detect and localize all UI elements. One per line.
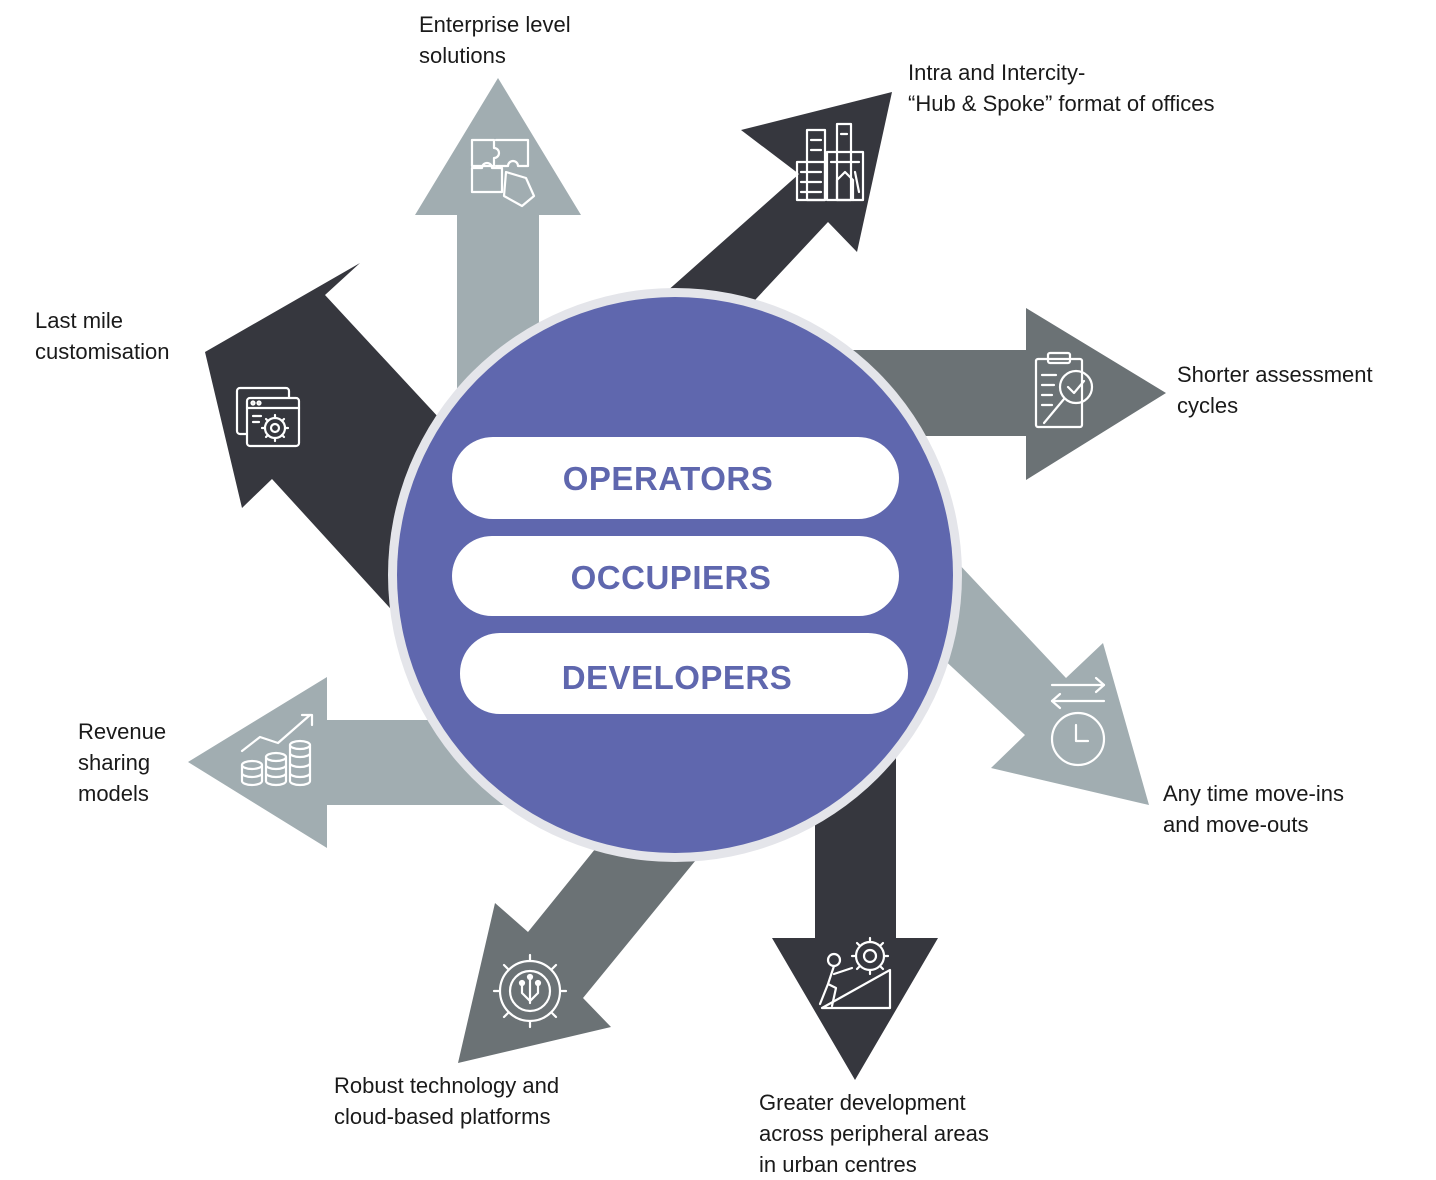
person-pushing-gear-icon xyxy=(818,936,892,1010)
circuit-gear-icon xyxy=(492,953,568,1029)
label-line: in urban centres xyxy=(759,1152,917,1177)
label-customisation: Last mile customisation xyxy=(35,305,170,367)
label-line: cycles xyxy=(1177,393,1239,418)
arrow-technology xyxy=(458,796,700,1063)
label-line: Last mile xyxy=(35,308,124,333)
label-line: Any time move-ins xyxy=(1163,781,1344,806)
pill-developers-label: DEVELOPERS xyxy=(562,659,793,696)
label-line: Robust technology and xyxy=(334,1073,560,1098)
pill-occupiers xyxy=(452,536,899,616)
label-line: Intra and Intercity- xyxy=(908,60,1086,85)
arrow-assessment xyxy=(820,308,1166,480)
label-technology: Robust technology and cloud-based platfo… xyxy=(334,1070,559,1132)
pill-occupiers-label: OCCUPIERS xyxy=(571,559,772,596)
pill-operators xyxy=(452,437,899,519)
label-development: Greater development across peripheral ar… xyxy=(759,1087,989,1180)
arrow-revenue xyxy=(188,677,540,848)
city-buildings-icon xyxy=(795,122,865,202)
label-line: models xyxy=(78,781,149,806)
label-line: Shorter assessment xyxy=(1177,362,1373,387)
label-move: Any time move-ins and move-outs xyxy=(1163,778,1344,840)
coins-growth-icon xyxy=(240,713,314,787)
label-line: solutions xyxy=(419,43,506,68)
pill-operators-label: OPERATORS xyxy=(563,460,773,497)
label-revenue: Revenue sharing models xyxy=(78,716,166,809)
label-line: Greater development xyxy=(759,1090,966,1115)
clipboard-magnifier-icon xyxy=(1034,351,1094,429)
label-line: Enterprise level xyxy=(419,12,571,37)
clock-arrows-icon xyxy=(1050,676,1106,767)
arrow-development xyxy=(772,700,938,1080)
arrow-enterprise xyxy=(415,78,581,460)
browser-gear-icon xyxy=(235,386,301,448)
label-line: across peripheral areas xyxy=(759,1121,989,1146)
label-line: “Hub & Spoke” format of offices xyxy=(908,91,1215,116)
label-line: sharing xyxy=(78,750,151,775)
label-line: customisation xyxy=(35,339,170,364)
label-line: cloud-based platforms xyxy=(334,1104,551,1129)
pill-developers xyxy=(460,633,908,714)
label-enterprise: Enterprise level solutions xyxy=(419,9,571,71)
label-assessment: Shorter assessment cycles xyxy=(1177,359,1373,421)
label-line: Revenue xyxy=(78,719,167,744)
puzzle-icon xyxy=(470,138,536,208)
label-line: and move-outs xyxy=(1163,812,1309,837)
label-hub-spoke: Intra and Intercity- “Hub & Spoke” forma… xyxy=(908,57,1215,119)
